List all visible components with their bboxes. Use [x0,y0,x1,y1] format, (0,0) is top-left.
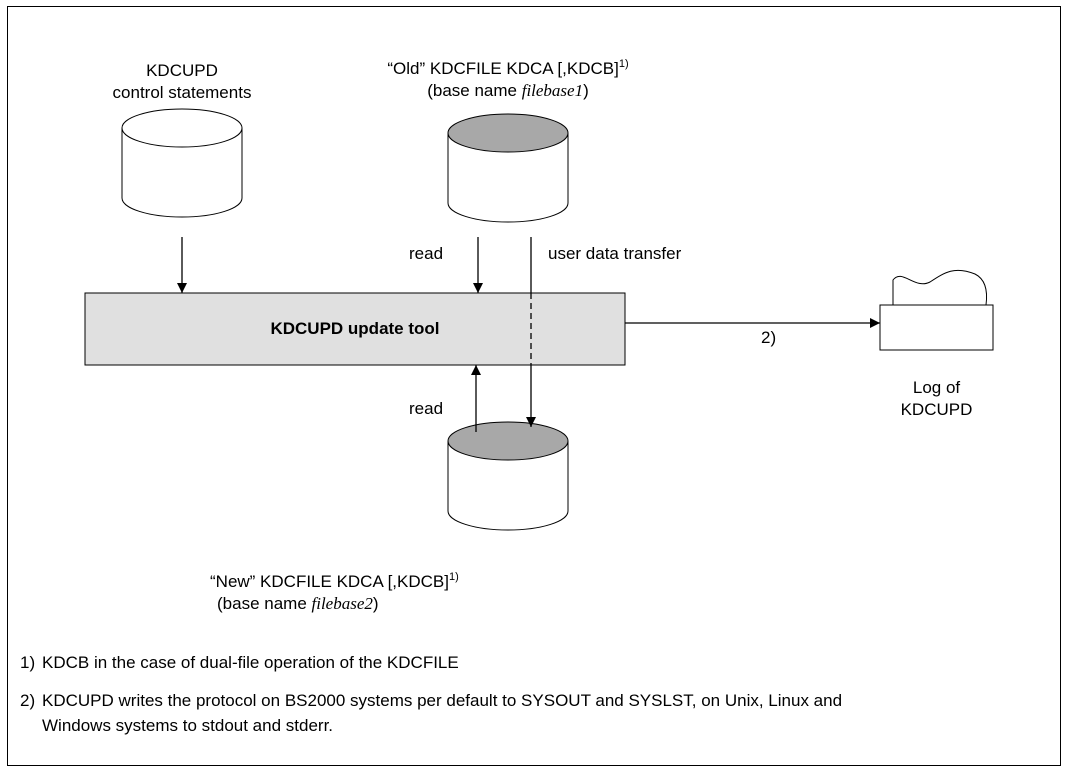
log-line2: KDCUPD [900,400,973,419]
new-kdcfile-disk [447,421,569,531]
footnote-2-number: 2) [20,691,36,710]
log-printer-icon [879,269,994,351]
old-kdcfile-disk [447,113,569,223]
footnote-2: 2) KDCUPD writes the protocol on BS2000 s… [20,688,842,738]
old-kdcfile-label: “Old” KDCFILE KDCA [,KDCB]1) (base name … [368,58,648,102]
footnote-2-text-line2: Windows systems to stdout and stderr. [42,716,334,735]
control-statements-line2: control statements [112,83,252,102]
user-data-transfer-label: user data transfer [548,244,682,263]
read-top-label: read [409,244,444,263]
update-tool-box [84,292,626,366]
log-label: Log of KDCUPD [880,377,993,421]
to-log-label: 2) [761,328,777,347]
footnote-1-number: 1) [20,653,36,672]
control-statements-label: KDCUPD control statements [102,60,262,104]
update-tool-label: KDCUPD update tool [270,319,440,338]
log-line1: Log of [912,378,961,397]
new-kdcfile-line2: (base name filebase2) [217,594,379,613]
old-kdcfile-line1: “Old” KDCFILE KDCA [,KDCB]1) [387,58,629,79]
control-statements-line1: KDCUPD [146,61,218,80]
footnote-1: 1) KDCB in the case of dual-file operatio… [20,650,459,675]
new-kdcfile-label: “New” KDCFILE KDCA [,KDCB]1) (base name … [210,571,459,615]
control-statements-disk [121,108,243,218]
footnote-1-text: KDCB in the case of dual-file operation … [42,653,459,672]
footnote-2-text: KDCUPD writes the protocol on BS2000 sys… [42,691,843,710]
old-kdcfile-line2: (base name filebase1) [427,81,589,100]
new-kdcfile-line1: “New” KDCFILE KDCA [,KDCB]1) [210,571,459,592]
read-bottom-label: read [409,399,444,418]
